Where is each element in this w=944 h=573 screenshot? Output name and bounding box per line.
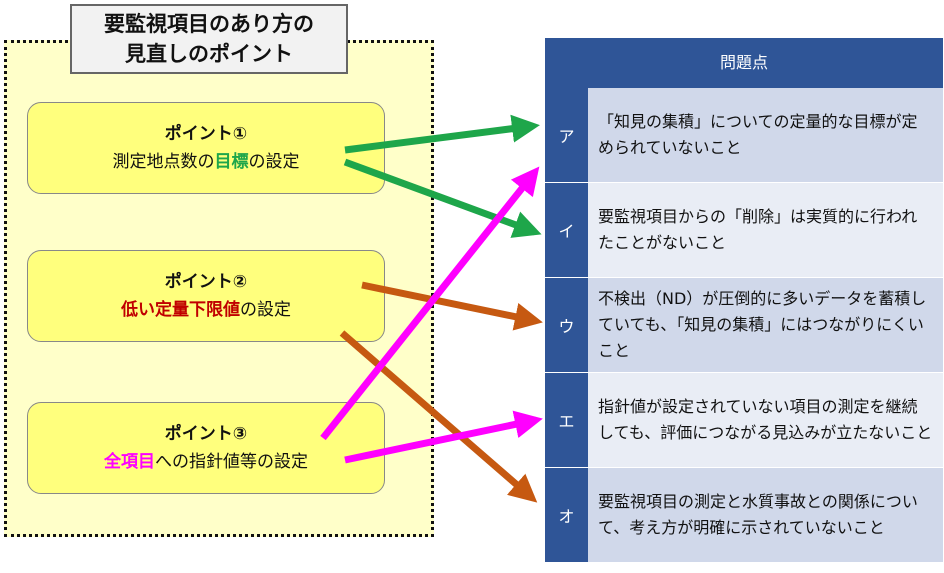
panel-title: 要監視項目のあり方の 見直しのポイント xyxy=(70,4,348,74)
arrow-point3-to-a xyxy=(320,166,540,441)
point-1-box: ポイント① 測定地点数の目標の設定 xyxy=(27,102,385,194)
row-label: ア xyxy=(545,88,588,182)
row-text: 「知見の集積」についての定量的な目標が定められていないこと xyxy=(588,88,943,182)
arrow-point1-to-a xyxy=(344,114,540,154)
point-2-highlight: 低い定量下限値 xyxy=(121,300,240,320)
point-1-text: 測定地点数の目標の設定 xyxy=(112,152,300,172)
title-line-2: 見直しのポイント xyxy=(125,42,293,66)
table-header: 問題点 xyxy=(545,38,943,88)
table-row: イ 要監視項目からの「削除」は実質的に行われたことがないこと xyxy=(545,183,943,278)
point-3-text: 全項目への指針値等の設定 xyxy=(104,452,308,472)
arrow-point2-to-u xyxy=(361,281,543,331)
row-text: 指針値が設定されていない項目の測定を継続しても、評価につながる見込みが立たないこ… xyxy=(588,373,943,467)
row-text: 要監視項目の測定と水質事故との関係について、考え方が明確に示されていないこと xyxy=(588,468,943,562)
point-2-heading: ポイント② xyxy=(164,272,248,292)
point-2-text: 低い定量下限値の設定 xyxy=(121,300,291,320)
row-label: エ xyxy=(545,373,588,467)
point-3-heading: ポイント③ xyxy=(164,424,248,444)
table-row: ウ 不検出（ND）が圧倒的に多いデータを蓄積していても、「知見の集積」にはつなが… xyxy=(545,278,943,373)
row-label: オ xyxy=(545,468,588,562)
row-label: イ xyxy=(545,183,588,277)
table-row: オ 要監視項目の測定と水質事故との関係について、考え方が明確に示されていないこと xyxy=(545,468,943,563)
table-row: ア 「知見の集積」についての定量的な目標が定められていないこと xyxy=(545,88,943,183)
point-1-heading: ポイント① xyxy=(164,124,248,144)
title-line-1: 要監視項目のあり方の xyxy=(104,12,314,36)
point-3-box: ポイント③ 全項目への指針値等の設定 xyxy=(27,402,385,494)
arrow-point3-to-e xyxy=(344,410,543,464)
point-3-highlight: 全項目 xyxy=(104,452,155,472)
row-text: 要監視項目からの「削除」は実質的に行われたことがないこと xyxy=(588,183,943,277)
point-2-box: ポイント② 低い定量下限値の設定 xyxy=(27,250,385,342)
arrow-point1-to-i xyxy=(343,158,542,238)
row-label: ウ xyxy=(545,278,588,372)
arrow-point2-to-o xyxy=(339,330,538,503)
row-text: 不検出（ND）が圧倒的に多いデータを蓄積していても、「知見の集積」にはつながりに… xyxy=(588,278,943,372)
point-1-highlight: 目標 xyxy=(214,152,249,172)
problems-table: 問題点 ア 「知見の集積」についての定量的な目標が定められていないこと イ 要監… xyxy=(545,38,943,563)
table-row: エ 指針値が設定されていない項目の測定を継続しても、評価につながる見込みが立たな… xyxy=(545,373,943,468)
